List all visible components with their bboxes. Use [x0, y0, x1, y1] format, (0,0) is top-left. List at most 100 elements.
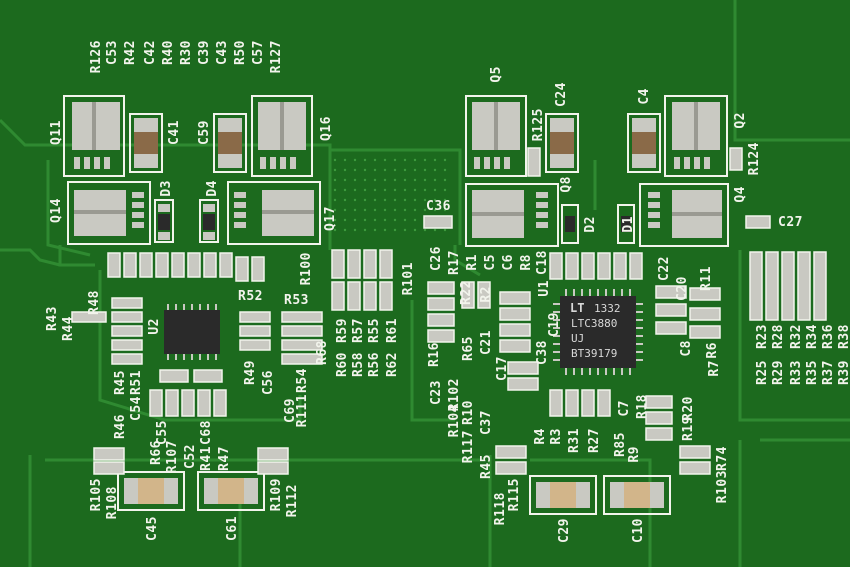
silk-q16: Q16	[319, 116, 334, 141]
silk-r58: R58	[351, 352, 366, 377]
passive-array-u2-left	[71, 297, 143, 365]
capacitor-c59	[213, 113, 247, 173]
silk-r33: R33	[789, 360, 804, 385]
silk-r36: R36	[821, 324, 836, 349]
silk-r45: R45	[113, 370, 128, 395]
diode-d3	[154, 199, 174, 243]
silk-q4: Q4	[733, 186, 748, 203]
silk-q8: Q8	[559, 176, 574, 193]
silk-q2: Q2	[733, 112, 748, 129]
diode-d2	[561, 204, 579, 244]
capacitor-c41	[129, 113, 163, 173]
silk-q17: Q17	[323, 206, 338, 231]
silk-r49: R49	[243, 360, 258, 385]
silk-r1: R1	[465, 254, 480, 271]
silk-r44: R44	[61, 316, 76, 341]
mosfet-q11	[63, 95, 125, 177]
silk-r4: R4	[533, 428, 548, 445]
silk-r104: R104	[447, 404, 462, 438]
silk-r6: R6	[705, 342, 720, 359]
u1-logo: LT	[570, 301, 585, 315]
silk-c18: C18	[535, 250, 550, 275]
ic-u1	[553, 289, 643, 375]
silk-r43: R43	[45, 306, 60, 331]
silk-r2: R2	[479, 286, 494, 303]
silk-c45: C45	[145, 516, 160, 541]
silk-r65: R65	[461, 336, 476, 361]
silk-r22: R22	[459, 280, 474, 305]
silk-c7: C7	[617, 400, 632, 417]
passive-array-u1-top	[549, 252, 643, 280]
silk-r50: R50	[233, 40, 248, 65]
u1-marking-line4: BT39179	[571, 347, 618, 360]
silk-r9: R9	[627, 446, 642, 463]
silk-c10: C10	[631, 518, 646, 543]
silk-r53: R53	[284, 293, 309, 308]
silk-r17: R17	[447, 250, 462, 275]
silk-r74: R74	[715, 446, 730, 471]
silk-r25: R25	[755, 360, 770, 385]
silk-r34: R34	[805, 324, 820, 349]
silk-r46: R46	[113, 414, 128, 439]
silk-r31: R31	[567, 428, 582, 453]
silk-c29: C29	[557, 518, 572, 543]
silk-r111: R111	[295, 394, 310, 428]
silk-c53: C53	[105, 40, 120, 65]
silk-c57: C57	[251, 40, 266, 65]
silk-c23: C23	[429, 380, 444, 405]
silk-c43: C43	[215, 40, 230, 65]
silk-d1: D1	[621, 216, 636, 233]
silk-r30: R30	[179, 40, 194, 65]
mosfet-q14	[67, 181, 151, 245]
silk-r37: R37	[821, 360, 836, 385]
silk-r117: R117	[461, 430, 476, 464]
silk-r124: R124	[747, 142, 762, 176]
silk-r7: R7	[707, 360, 722, 377]
silk-c26: C26	[429, 246, 444, 271]
passive-small-bottom	[93, 147, 771, 475]
mosfet-q5	[465, 95, 527, 177]
mosfet-q8	[465, 183, 559, 247]
silk-r59: R59	[335, 318, 350, 343]
silk-q5: Q5	[489, 66, 504, 83]
silk-r45-bottom: R45	[479, 454, 494, 479]
silk-r54: R54	[295, 368, 310, 393]
silk-d4: D4	[205, 180, 220, 197]
silk-c5: C5	[483, 254, 498, 271]
silk-r61: R61	[385, 318, 400, 343]
silk-d2: D2	[583, 216, 598, 233]
mosfet-q2	[664, 95, 728, 177]
silk-c36: C36	[426, 199, 451, 214]
silk-r127: R127	[269, 40, 284, 74]
ic-u2	[164, 304, 220, 360]
u1-marking-line3: UJ	[571, 332, 585, 345]
silk-c39: C39	[197, 40, 212, 65]
silk-c8: C8	[679, 340, 694, 357]
silk-r11: R11	[699, 266, 714, 291]
passive-array-u1-bottom	[549, 389, 673, 441]
silk-q14: Q14	[49, 198, 64, 223]
silk-r112: R112	[285, 484, 300, 518]
passive-array-top-left	[107, 252, 265, 282]
silk-c54: C54	[129, 396, 144, 421]
silk-c52: C52	[183, 444, 198, 469]
silk-r18: R18	[635, 394, 650, 419]
capacitor-c24	[545, 113, 579, 173]
silk-r28: R28	[771, 324, 786, 349]
silk-r60: R60	[335, 352, 350, 377]
silk-r105: R105	[89, 478, 104, 512]
silk-r27: R27	[587, 428, 602, 453]
mosfet-q16	[251, 95, 313, 177]
u1-marking-line2: LTC3880	[571, 317, 618, 330]
silk-c68: C68	[199, 420, 214, 445]
silk-u2: U2	[147, 318, 162, 335]
silk-r47: R47	[217, 446, 232, 471]
silk-r66: R66	[149, 440, 164, 465]
silk-r108: R108	[105, 486, 120, 520]
mosfet-q17	[227, 181, 321, 245]
capacitor-c29	[529, 475, 597, 515]
diode-d1	[617, 204, 635, 244]
silk-r115: R115	[507, 478, 522, 512]
passive-array-u1-left	[427, 281, 539, 391]
silk-r41: R41	[199, 446, 214, 471]
